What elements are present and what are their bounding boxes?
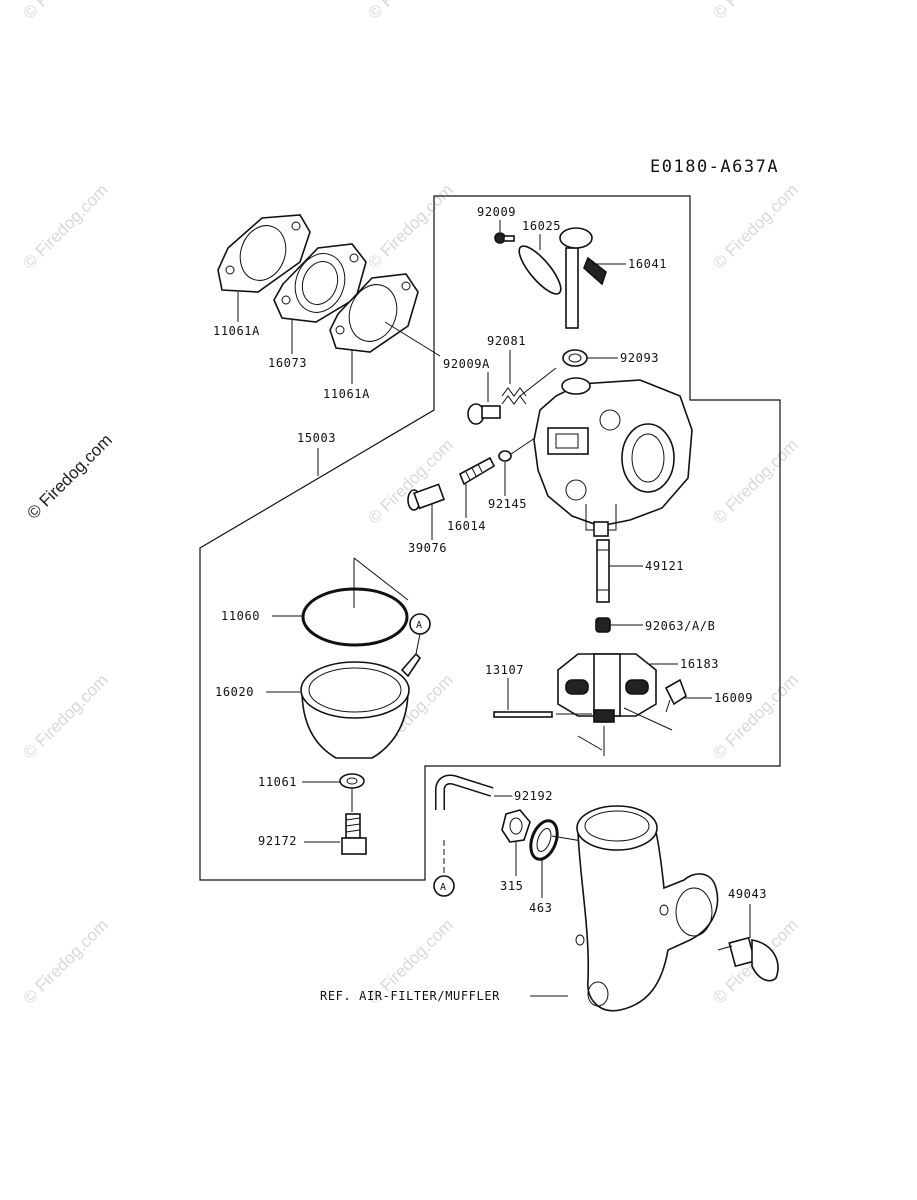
part-label: 11060 <box>221 609 260 623</box>
jet-92063 <box>595 617 611 633</box>
part-label: 16009 <box>714 691 753 705</box>
fitting-39076 <box>407 483 446 511</box>
nozzle-16014 <box>458 456 496 486</box>
marker-letter: A <box>440 882 447 893</box>
part-label: 92009A <box>443 357 490 371</box>
part-label: 16020 <box>215 685 254 699</box>
screw-92009 <box>494 232 515 244</box>
watermark: © Firedog.com <box>19 670 111 762</box>
part-label: 16183 <box>680 657 719 671</box>
carburetor-body <box>533 377 693 537</box>
marker-letter: A <box>416 620 423 631</box>
float-bowl-16020 <box>300 652 422 759</box>
nut-315 <box>501 809 531 843</box>
part-label: 92081 <box>487 334 526 348</box>
leader-line <box>519 367 557 397</box>
sensor-49043 <box>717 936 779 982</box>
part-label: 315 <box>500 879 523 893</box>
hose-92192 <box>435 774 494 810</box>
reference-marker-a: A <box>409 613 431 635</box>
watermark: © Firedog.com <box>19 915 111 1007</box>
screw-92009A <box>467 403 501 425</box>
watermark: © Firedog.com <box>709 180 801 272</box>
leader-line <box>353 557 409 601</box>
spring-92081 <box>501 387 527 405</box>
watermark: © Firedog.com <box>364 180 456 272</box>
leader-line <box>415 633 421 655</box>
part-label: 16073 <box>268 356 307 370</box>
part-label: 13107 <box>485 663 524 677</box>
part-label: 39076 <box>408 541 447 555</box>
intake-manifold <box>575 805 719 1012</box>
part-label: 11061 <box>258 775 297 789</box>
reference-marker-a: A <box>433 875 455 897</box>
part-label: 92172 <box>258 834 297 848</box>
part-label: 11061A <box>323 387 370 401</box>
leader-line <box>384 321 441 357</box>
part-label: 49043 <box>728 887 767 901</box>
leader-line <box>623 707 673 731</box>
watermark: © Firedog.com <box>709 435 801 527</box>
part-label: 92145 <box>488 497 527 511</box>
part-label: 11061A <box>213 324 260 338</box>
leader-line <box>510 437 536 455</box>
part-label: 92192 <box>514 789 553 803</box>
gasket-11061A-upper <box>217 214 311 293</box>
watermark: © Firedog.com <box>709 0 801 23</box>
part-label: 15003 <box>297 431 336 445</box>
o-ring-11060 <box>301 587 409 647</box>
plate-16025 <box>518 245 562 295</box>
watermark: © Firedog.com <box>364 435 456 527</box>
part-label: 92093 <box>620 351 659 365</box>
part-label: 92009 <box>477 205 516 219</box>
part-label: 16014 <box>447 519 486 533</box>
part-label: 16041 <box>628 257 667 271</box>
diagram-code: E0180-A637A <box>650 157 779 177</box>
gasket-11061A-lower <box>329 273 419 353</box>
part-label: 49121 <box>645 559 684 573</box>
watermark: © Firedog.com <box>19 180 111 272</box>
watermark: © Firedog.com <box>364 0 456 23</box>
watermark: © Firedog.com <box>19 0 111 23</box>
reference-label: REF. AIR-FILTER/MUFFLER <box>320 989 500 1003</box>
gasket-11061 <box>339 773 365 789</box>
assembly-outline <box>199 195 781 881</box>
washer-463 <box>529 819 559 861</box>
part-label: 463 <box>529 901 552 915</box>
pin-13107 <box>493 711 553 718</box>
side-watermark: © Firedog.com <box>23 430 115 522</box>
needle-16009 <box>664 678 687 713</box>
drain-screw-92172 <box>341 813 367 855</box>
tube-49121 <box>596 539 610 603</box>
part-label: 16025 <box>522 219 561 233</box>
float-16183 <box>557 653 657 723</box>
watermark: © Firedog.com <box>709 670 801 762</box>
jet-92145 <box>498 450 512 462</box>
part-label: 92063/A/B <box>645 619 715 633</box>
seal-92093 <box>562 349 588 367</box>
leader-line <box>577 735 603 751</box>
shaft-16041 <box>559 227 607 329</box>
